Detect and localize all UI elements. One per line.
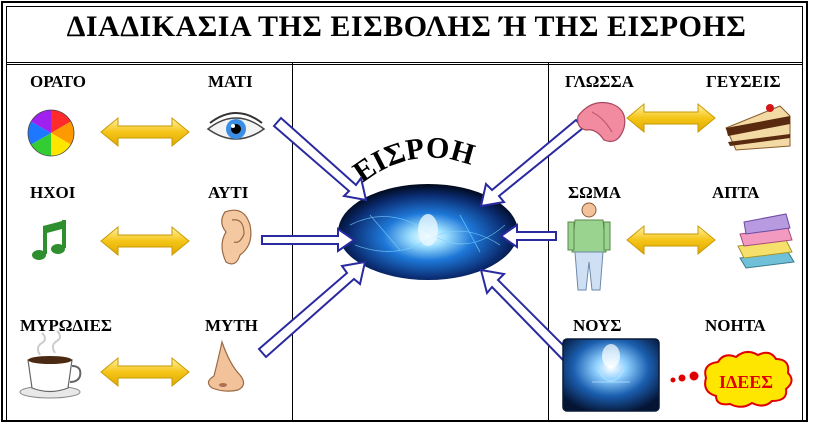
coffee-cup-icon (20, 331, 80, 398)
center-label-path: ΕΙΣΡΟΗ (347, 131, 478, 189)
arrow-tongue-to-center (481, 120, 583, 206)
folded-clothes-icon (738, 214, 794, 268)
nose-icon (208, 342, 243, 391)
eye-icon (208, 113, 264, 139)
double-arrow-row3-left (101, 358, 189, 386)
arrow-nose-to-center (259, 262, 365, 357)
double-arrow-row1-left (101, 118, 189, 146)
double-arrow-row2-right (627, 226, 715, 254)
body-icon (568, 203, 610, 290)
double-arrow-row2-left (101, 227, 189, 255)
arrow-ear-to-center (262, 229, 354, 251)
ideas-dots (671, 372, 699, 383)
ideas-label: ΙΔΕΕΣ (719, 372, 773, 392)
music-note-icon (32, 220, 66, 260)
arrow-mind-to-center (481, 270, 570, 360)
cake-icon (726, 104, 790, 150)
center-label: ΕΙΣΡΟΗ (347, 131, 478, 189)
tongue-icon (578, 103, 625, 142)
color-wheel-icon (28, 110, 74, 156)
double-arrow-row1-right (627, 104, 715, 132)
ear-icon (222, 210, 251, 264)
mind-icon (563, 339, 659, 411)
